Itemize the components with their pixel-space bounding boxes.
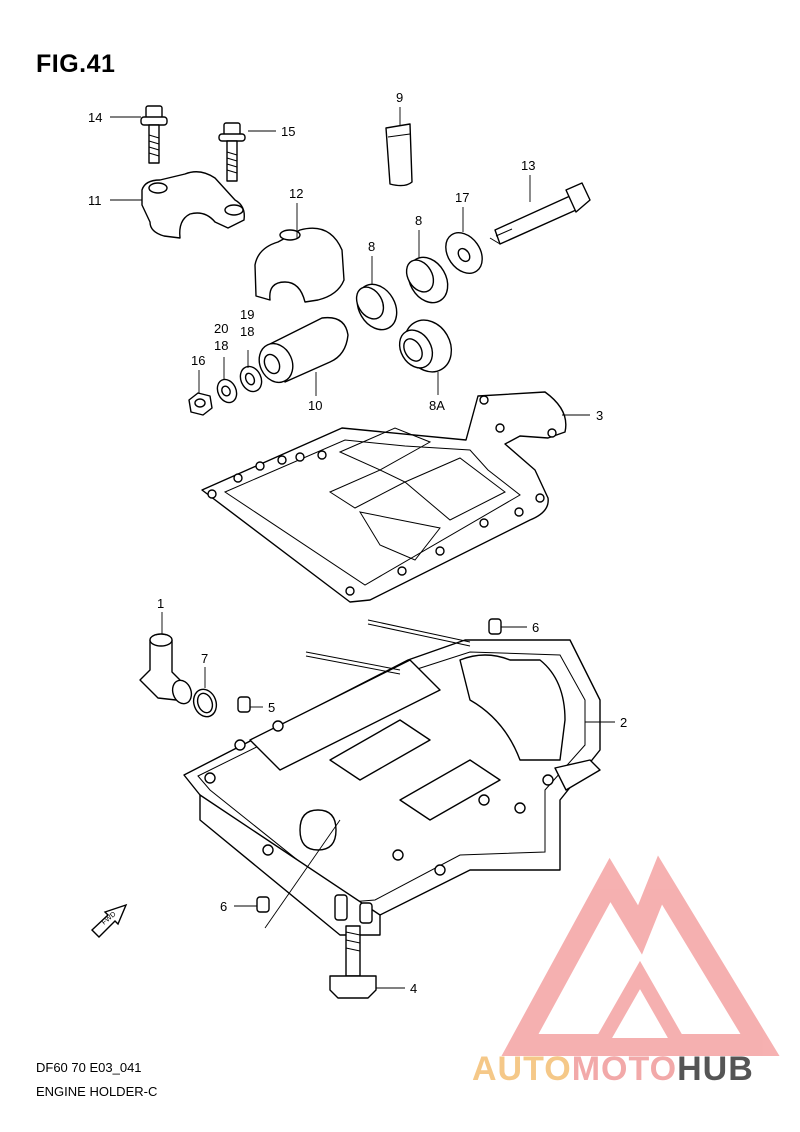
washer-18-19 xyxy=(239,365,263,393)
grommet-8-upper xyxy=(405,256,449,304)
figure-title: FIG.41 xyxy=(36,50,116,78)
figure-name: ENGINE HOLDER-C xyxy=(36,1084,158,1099)
callout-2: 2 xyxy=(620,715,627,730)
callout-8A: 8A xyxy=(429,398,445,413)
washer-17 xyxy=(445,232,483,274)
bolt-13 xyxy=(489,182,591,245)
o-ring-7 xyxy=(192,688,218,718)
callout-4: 4 xyxy=(410,981,417,996)
dowel-pin-6-upper xyxy=(488,618,502,635)
callout-6-upper: 6 xyxy=(532,620,539,635)
watermark-text-auto: AUTO xyxy=(472,1050,572,1088)
callout-3: 3 xyxy=(596,408,603,423)
callout-18-upper: 18 xyxy=(240,324,254,339)
watermark-text-moto: MOTO xyxy=(571,1050,678,1088)
engine-holder-2 xyxy=(183,619,601,936)
callout-8-lower: 8 xyxy=(368,239,375,254)
callout-1: 1 xyxy=(157,596,164,611)
callout-15: 15 xyxy=(281,124,295,139)
callout-20: 20 xyxy=(214,321,228,336)
callout-9: 9 xyxy=(396,90,403,105)
callout-16: 16 xyxy=(191,353,205,368)
nut-16 xyxy=(188,392,213,416)
bolt-15 xyxy=(218,122,246,182)
callout-12: 12 xyxy=(289,186,303,201)
watermark-text-hub: HUB xyxy=(677,1050,754,1088)
callout-5: 5 xyxy=(268,700,275,715)
dowel-pin-5 xyxy=(237,696,251,713)
fitting-1 xyxy=(139,633,193,705)
holder-cap-11 xyxy=(141,171,245,239)
grommet-8-lower xyxy=(355,283,398,331)
gasket-3 xyxy=(201,391,567,603)
callout-6-lower: 6 xyxy=(220,899,227,914)
callout-19: 19 xyxy=(240,307,254,322)
dowel-pin-6-lower xyxy=(256,896,270,913)
grommet-8A xyxy=(398,319,453,373)
leader-lines xyxy=(110,107,615,989)
washer-18-20 xyxy=(216,378,238,404)
mount-rubber-10 xyxy=(258,316,349,384)
callout-17: 17 xyxy=(455,190,469,205)
watermark-text: AUTOMOTOHUB xyxy=(472,1050,754,1089)
figure-code: DF60 70 E03_041 xyxy=(36,1060,142,1075)
watermark-logo xyxy=(501,855,780,1056)
callout-8-upper: 8 xyxy=(415,213,422,228)
callout-18-lower: 18 xyxy=(214,338,228,353)
bolt-4 xyxy=(329,925,377,999)
bolt-14 xyxy=(140,105,168,164)
callout-11: 11 xyxy=(88,193,102,208)
callout-10: 10 xyxy=(308,398,322,413)
callout-13: 13 xyxy=(521,158,535,173)
callout-14: 14 xyxy=(88,110,102,125)
fwd-arrow-icon: FWD xyxy=(90,903,128,938)
holder-12 xyxy=(254,227,345,303)
callout-7: 7 xyxy=(201,651,208,666)
plate-9 xyxy=(385,123,413,187)
